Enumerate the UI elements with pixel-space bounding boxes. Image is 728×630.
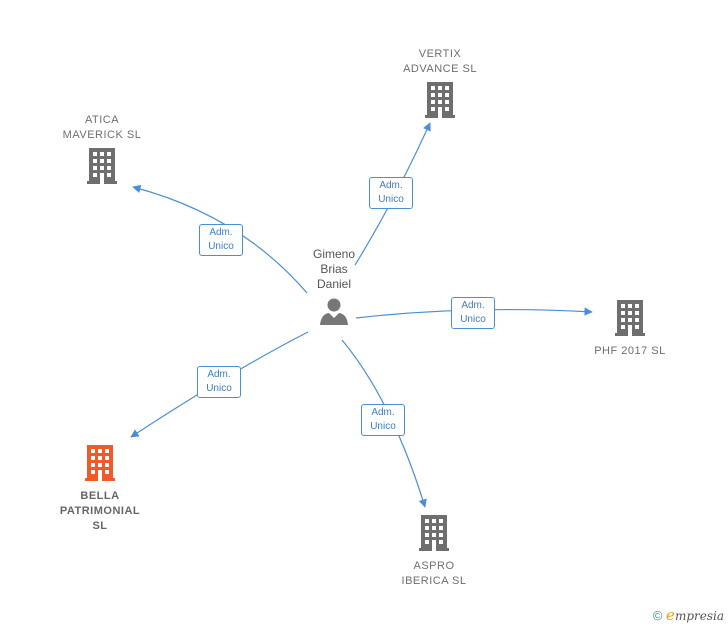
relation-badge-vertix[interactable]: Adm. Unico [369, 177, 413, 209]
company-node-atica[interactable]: ATICA MAVERICK SL [42, 113, 162, 189]
company-node-vertix[interactable]: VERTIX ADVANCE SL [380, 47, 500, 123]
relation-type: Unico [460, 314, 486, 325]
relation-badge-aspro[interactable]: Adm. Unico [361, 404, 405, 436]
relation-type: Unico [370, 421, 396, 432]
building-icon [419, 515, 449, 551]
relation-role: Adm. [209, 227, 233, 238]
company-name-aspro: ASPRO IBERICA SL [401, 560, 467, 587]
relation-type: Unico [208, 241, 234, 252]
person-icon [320, 298, 348, 325]
company-name-phf: PHF 2017 SL [594, 345, 666, 357]
relation-badge-bella[interactable]: Adm. Unico [197, 366, 241, 398]
copyright-icon: © [652, 608, 663, 623]
person-name: Gimeno Brias Daniel [312, 247, 356, 291]
building-icon [87, 148, 117, 184]
brand-logo: empresia [666, 606, 724, 624]
relation-type: Unico [378, 194, 404, 205]
company-node-bella[interactable]: BELLA PATRIMONIAL SL [40, 445, 160, 534]
footer-brand[interactable]: © empresia [653, 606, 724, 624]
building-icon [615, 300, 645, 336]
company-name-vertix: VERTIX ADVANCE SL [403, 48, 477, 75]
building-icon [85, 445, 115, 481]
company-node-aspro[interactable]: ASPRO IBERICA SL [374, 515, 494, 589]
relation-role: Adm. [371, 407, 395, 418]
company-node-phf[interactable]: PHF 2017 SL [570, 300, 690, 359]
relation-role: Adm. [379, 180, 403, 191]
relation-role: Adm. [207, 369, 231, 380]
relation-type: Unico [206, 383, 232, 394]
company-name-bella: BELLA PATRIMONIAL SL [59, 490, 141, 532]
relation-role: Adm. [461, 300, 485, 311]
relation-badge-atica[interactable]: Adm. Unico [199, 224, 243, 256]
person-node[interactable]: Gimeno Brias Daniel [290, 247, 378, 331]
building-icon [425, 82, 455, 118]
relation-badge-phf[interactable]: Adm. Unico [451, 297, 495, 329]
company-name-atica: ATICA MAVERICK SL [62, 114, 142, 141]
